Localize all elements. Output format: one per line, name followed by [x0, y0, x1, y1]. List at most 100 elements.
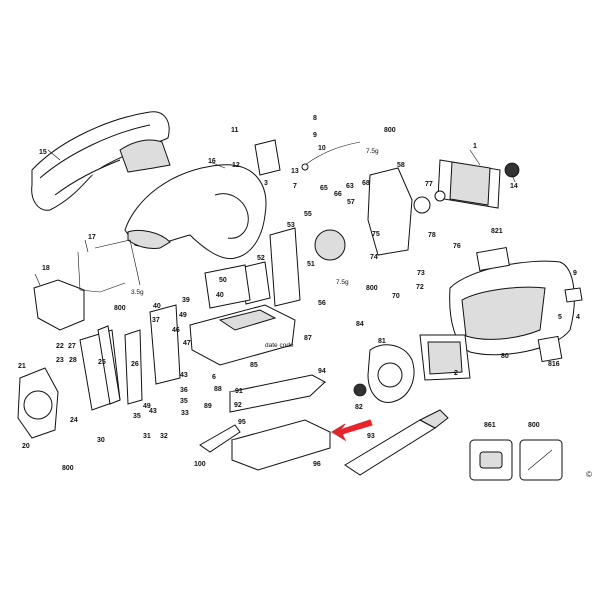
callout-68: 68	[362, 180, 370, 187]
callout-18: 18	[42, 265, 50, 272]
switch-cover	[33, 279, 85, 331]
callout-49: 49	[179, 312, 187, 319]
callout-55: 55	[304, 211, 312, 218]
callout-49b: 49	[143, 403, 151, 410]
callout-1: 1	[473, 143, 477, 150]
callout-51: 51	[307, 261, 315, 268]
callout-65: 65	[320, 185, 328, 192]
callout-75: 75	[372, 231, 380, 238]
callout-88: 88	[214, 386, 222, 393]
callout-80: 80	[501, 353, 509, 360]
kit-box-800	[519, 439, 563, 481]
callout-27: 27	[68, 343, 76, 350]
plunger-rod-25	[97, 325, 121, 405]
callout-816: 816	[548, 361, 560, 368]
callout-5: 5	[558, 314, 562, 321]
callout-4: 4	[576, 314, 580, 321]
case-icon	[479, 451, 503, 469]
shoe-plate-base	[230, 419, 332, 471]
callout-800-c: 800	[114, 305, 126, 312]
callout-32: 32	[160, 433, 168, 440]
callout-72: 72	[416, 284, 424, 291]
callout-52: 52	[257, 255, 265, 262]
dust-tube	[344, 409, 449, 476]
label-816	[537, 335, 563, 363]
callout-70: 70	[392, 293, 400, 300]
callout-50: 50	[219, 277, 227, 284]
callout-77: 77	[425, 181, 433, 188]
callout-12: 12	[232, 162, 240, 169]
wrench-icon	[527, 449, 553, 471]
callout-91: 91	[235, 388, 243, 395]
callout-10: 10	[318, 145, 326, 152]
callout-43b: 43	[149, 408, 157, 415]
drive-gear	[314, 229, 346, 261]
callout-8: 8	[313, 115, 317, 122]
callout-94: 94	[318, 368, 326, 375]
upper-bracket-37	[149, 304, 181, 385]
callout-56: 56	[318, 300, 326, 307]
callout-2: 2	[454, 370, 458, 377]
callout-30: 30	[97, 437, 105, 444]
callout-9: 9	[313, 132, 317, 139]
callout-89: 89	[204, 403, 212, 410]
date-code-note: date code	[265, 342, 294, 349]
callout-35b: 35	[133, 413, 141, 420]
support-bracket	[204, 264, 251, 309]
callout-43a: 43	[180, 372, 188, 379]
power-cord	[304, 141, 361, 166]
callout-35a: 35	[180, 398, 188, 405]
label-821	[476, 246, 510, 272]
callout-37: 37	[152, 317, 160, 324]
callout-76: 76	[453, 243, 461, 250]
callout-33: 33	[181, 410, 189, 417]
copyright-mark: ©	[586, 470, 592, 479]
callout-47: 47	[183, 340, 191, 347]
clamp-lever	[199, 424, 241, 453]
callout-74: 74	[370, 254, 378, 261]
callout-800-d: 800	[62, 465, 74, 472]
armature	[434, 159, 520, 209]
callout-25: 25	[98, 359, 106, 366]
motor-housing	[449, 260, 575, 356]
housing-shell-right	[124, 164, 267, 260]
plunger-block	[189, 304, 296, 366]
callout-40: 40	[153, 303, 161, 310]
grease-note-1: 7.5g	[366, 148, 379, 155]
callout-24: 24	[70, 417, 78, 424]
callout-7: 7	[293, 183, 297, 190]
gearbox-cover	[367, 167, 413, 256]
callout-92: 92	[234, 402, 242, 409]
brush-holder	[564, 287, 583, 303]
callout-84: 84	[356, 321, 364, 328]
side-cover	[17, 367, 59, 439]
seal-ring	[353, 383, 367, 397]
grease-note-3: 3.5g	[131, 289, 144, 296]
callout-66: 66	[334, 191, 342, 198]
callout-821: 821	[491, 228, 503, 235]
callout-800-a: 800	[384, 127, 396, 134]
callout-15: 15	[39, 149, 47, 156]
callout-39: 39	[182, 297, 190, 304]
callout-100: 100	[194, 461, 206, 468]
callout-73: 73	[417, 270, 425, 277]
callout-6: 6	[212, 374, 216, 381]
callout-3: 3	[264, 180, 268, 187]
field-coil	[419, 334, 471, 381]
callout-800-e: 800	[528, 422, 540, 429]
callout-11: 11	[231, 127, 239, 134]
callout-21: 21	[18, 363, 26, 370]
callout-58: 58	[397, 162, 405, 169]
callout-93: 93	[367, 433, 375, 440]
callout-13: 13	[291, 168, 299, 175]
callout-861: 861	[484, 422, 496, 429]
baffle	[367, 344, 415, 403]
callout-20: 20	[22, 443, 30, 450]
callout-14: 14	[510, 183, 518, 190]
callout-81: 81	[378, 338, 386, 345]
callout-31: 31	[143, 433, 151, 440]
callout-23: 23	[56, 357, 64, 364]
callout-85: 85	[250, 362, 258, 369]
